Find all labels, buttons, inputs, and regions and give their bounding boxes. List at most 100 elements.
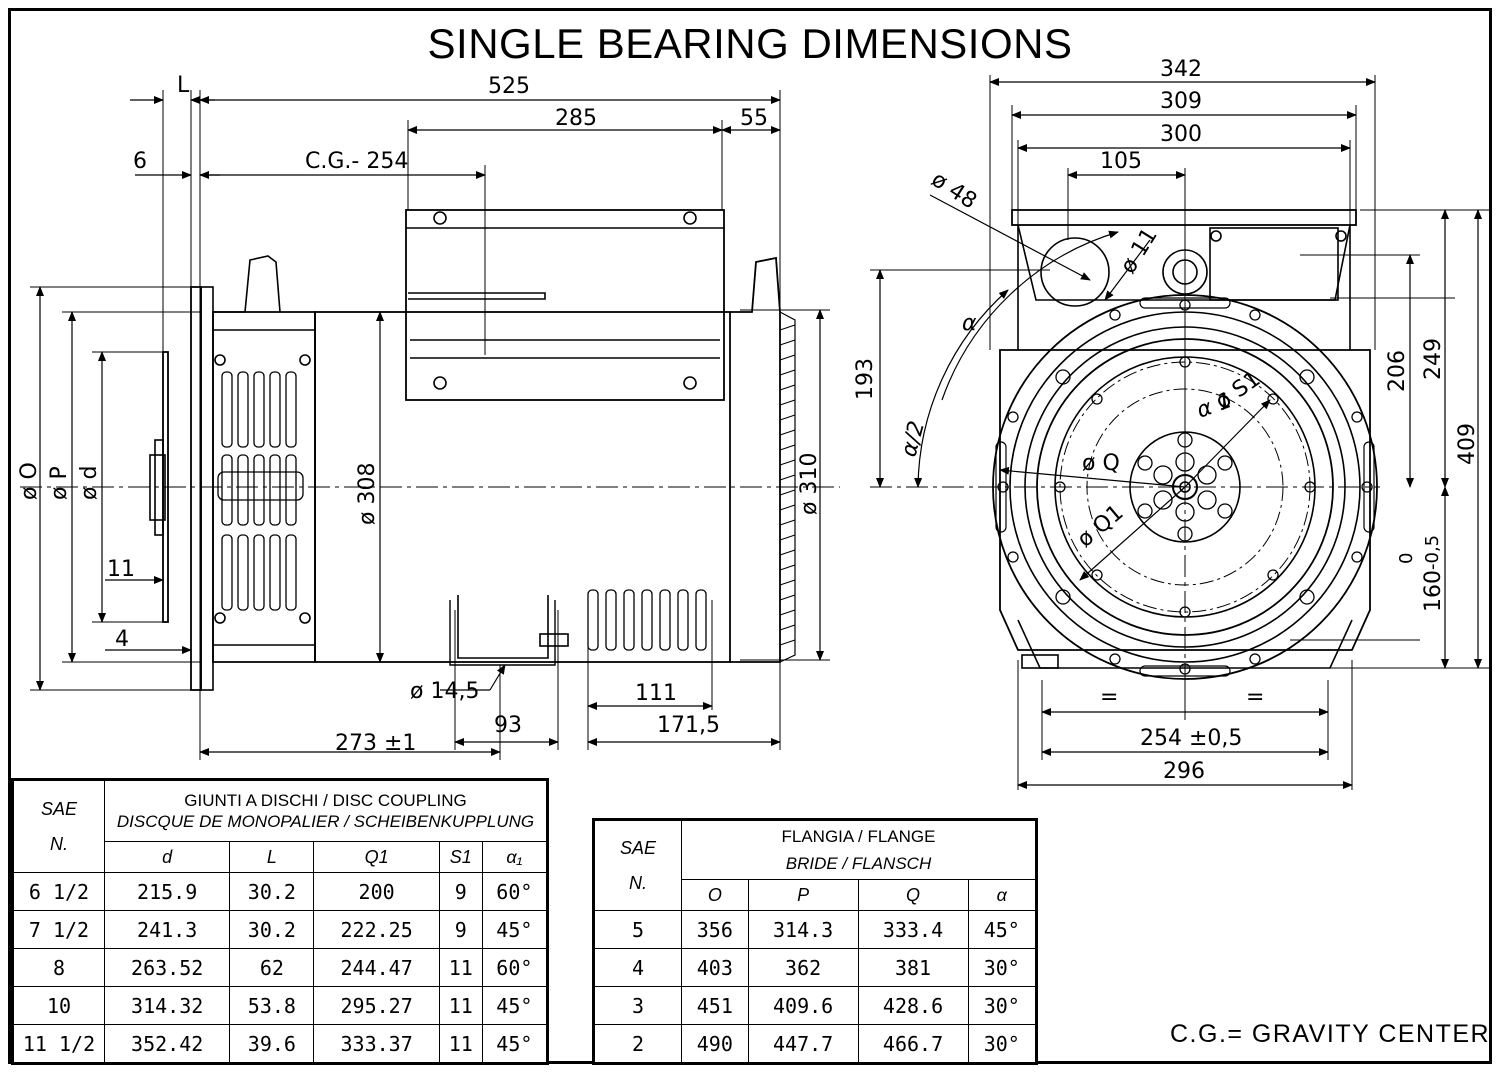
dim-273: 273 ±1 [335, 731, 416, 756]
cell-alpha: 45° [967, 910, 1037, 949]
dim-300: 300 [1160, 122, 1202, 147]
table-row: 6 1/2 215.9 30.2 200 9 60° [12, 872, 549, 911]
cell-O: 403 [681, 948, 749, 987]
cell-sae: 8 [12, 948, 105, 987]
dim-254: 254 ±0,5 [1140, 726, 1242, 751]
cell-O: 451 [681, 986, 749, 1025]
dim-equal-left: = [1100, 685, 1118, 710]
cell-sae: 10 [12, 986, 105, 1025]
col-P: P [747, 879, 859, 911]
side-view [20, 90, 840, 760]
gravity-center-note: C.G.= GRAVITY CENTER [1170, 1020, 1491, 1048]
dim-phi-O: ø O [17, 462, 42, 500]
cell-L: 39.6 [229, 1024, 315, 1064]
cell-L: 53.8 [229, 986, 315, 1025]
dim-93: 93 [494, 713, 522, 738]
dim-alpha-half: α/2 [897, 418, 930, 459]
dimension-labels: L 525 285 55 6 C.G.- 254 ø O ø P ø d 11 … [17, 57, 1480, 784]
table-row: 3 451 409.6 428.6 30° [593, 986, 1037, 1025]
table-row: 11 1/2 352.42 39.6 333.37 11 45° [12, 1024, 549, 1064]
cell-alpha1: 60° [481, 872, 549, 911]
cell-sae: 6 1/2 [12, 872, 105, 911]
dim-111: 111 [635, 681, 677, 706]
dim-cg: C.G.- 254 [305, 149, 408, 174]
dim-phi-Q: ø Q [1082, 451, 1120, 476]
flange-title: FLANGIA / FLANGE BRIDE / FLANSCH [681, 819, 1037, 880]
col-Q: Q [857, 879, 969, 911]
cell-sae: 3 [593, 986, 682, 1025]
dim-409: 409 [1455, 423, 1480, 465]
dim-6: 6 [133, 149, 147, 174]
cell-Q: 466.7 [857, 1024, 969, 1064]
cell-d: 215.9 [103, 872, 231, 911]
cell-P: 362 [747, 948, 859, 987]
cell-alpha: 30° [967, 1024, 1037, 1064]
cell-S1: 9 [438, 872, 483, 911]
cell-O: 356 [681, 910, 749, 949]
col-d: d [103, 841, 231, 873]
sae-n-label: N. [50, 833, 68, 854]
dim-phi-11: ø 11 [1116, 224, 1163, 278]
cell-Q: 428.6 [857, 986, 969, 1025]
dim-phi-d: ø d [77, 466, 102, 500]
cell-alpha1: 45° [481, 986, 549, 1025]
dim-11: 11 [107, 557, 135, 582]
table-row: 5 356 314.3 333.4 45° [593, 910, 1037, 949]
dim-160: 160 [1421, 570, 1446, 612]
sae-label: SAE [40, 798, 78, 819]
dim-phi-P: ø P [47, 466, 72, 500]
col-L: L [229, 841, 315, 873]
dim-206: 206 [1385, 350, 1410, 392]
cell-alpha: 30° [967, 986, 1037, 1025]
col-alpha: α [967, 879, 1037, 911]
cell-sae: 4 [593, 948, 682, 987]
cell-alpha1: 45° [481, 910, 549, 949]
table-row: 2 490 447.7 466.7 30° [593, 1024, 1037, 1064]
dim-525: 525 [488, 74, 530, 99]
dim-equal-right: = [1246, 685, 1264, 710]
dim-105: 105 [1100, 149, 1142, 174]
dim-249: 249 [1421, 338, 1446, 380]
cell-L: 30.2 [229, 872, 315, 911]
col-alpha1: α₁ [481, 841, 549, 873]
dim-193: 193 [853, 358, 878, 400]
cell-S1: 11 [438, 948, 483, 987]
cell-Q1: 222.25 [313, 910, 440, 949]
flange-column-headers: O P Q α [594, 879, 1037, 911]
cell-alpha1: 45° [481, 1024, 549, 1064]
dim-tol-lo: -0,5 [1422, 535, 1443, 570]
cell-L: 30.2 [229, 910, 315, 949]
cell-d: 314.32 [103, 986, 231, 1025]
flange-title-line2: BRIDE / FLANSCH [785, 854, 932, 873]
table-row: 4 403 362 381 30° [593, 948, 1037, 987]
cell-sae: 5 [593, 910, 682, 949]
coupling-title: GIUNTI A DISCHI / DISC COUPLING DISCQUE … [104, 779, 548, 842]
coupling-title-line2: DISCQUE DE MONOPALIER / SCHEIBENKUPPLUNG [116, 812, 535, 831]
cell-P: 447.7 [747, 1024, 859, 1064]
coupling-title-line1: GIUNTI A DISCHI / DISC COUPLING [184, 791, 467, 810]
cell-d: 241.3 [103, 910, 231, 949]
table-row: 7 1/2 241.3 30.2 222.25 9 45° [12, 910, 549, 949]
cell-sae: 7 1/2 [12, 910, 105, 949]
cell-S1: 11 [438, 1024, 483, 1064]
dim-phi-14-5: ø 14,5 [410, 679, 479, 704]
cell-Q1: 244.47 [313, 948, 440, 987]
cell-sae: 11 1/2 [12, 1024, 105, 1064]
table-row: 8 263.52 62 244.47 11 60° [12, 948, 549, 987]
cell-O: 490 [681, 1024, 749, 1064]
coupling-table: SAE N. GIUNTI A DISCHI / DISC COUPLING D… [11, 778, 549, 1065]
cell-sae: 2 [593, 1024, 682, 1064]
cell-Q1: 200 [313, 872, 440, 911]
dim-phi-308: ø 308 [355, 463, 380, 525]
dim-tol-hi: 0 [1396, 553, 1417, 564]
cell-P: 409.6 [747, 986, 859, 1025]
dim-4: 4 [115, 627, 129, 652]
cell-L: 62 [229, 948, 315, 987]
flange-sae-header: SAE N. [593, 819, 682, 911]
cell-Q: 333.4 [857, 910, 969, 949]
cell-S1: 11 [438, 986, 483, 1025]
cell-d: 352.42 [103, 1024, 231, 1064]
dim-55: 55 [740, 106, 768, 131]
col-O: O [681, 879, 749, 911]
